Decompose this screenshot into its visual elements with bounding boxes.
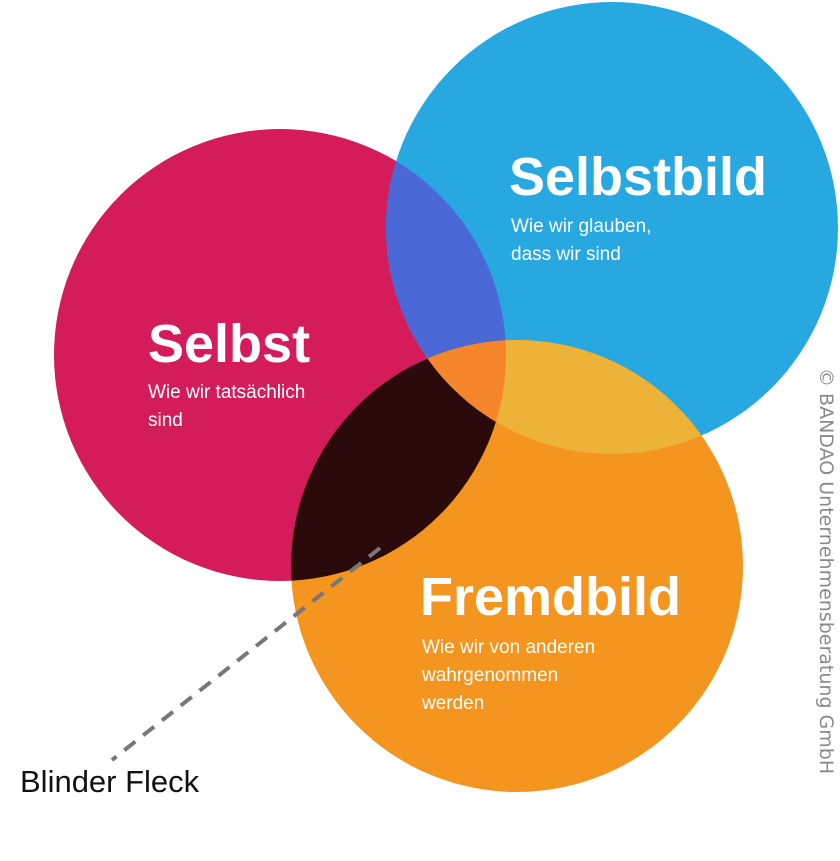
fremdbild-desc-line3: werden <box>421 693 484 714</box>
overlap-selbst-fremdbild-blinder-fleck <box>291 340 506 581</box>
selbstbild-desc-line2: dass wir sind <box>511 244 621 265</box>
selbst-desc-line2: sind <box>148 410 183 431</box>
fremdbild-desc-line1: Wie wir von anderen <box>422 637 595 658</box>
selbstbild-title: Selbstbild <box>509 147 767 207</box>
fremdbild-title: Fremdbild <box>420 567 681 627</box>
blinder-fleck-leader-line <box>110 546 382 762</box>
copyright-notice: © BANDAO Unternehmensberatung GmbH <box>815 368 837 774</box>
blinder-fleck-label: Blinder Fleck <box>20 764 200 799</box>
fremdbild-desc-line2: wahrgenommen <box>421 665 558 686</box>
selbst-desc-line1: Wie wir tatsächlich <box>148 382 305 403</box>
selbstbild-desc-line1: Wie wir glauben, <box>511 216 651 237</box>
selbst-title: Selbst <box>148 314 310 374</box>
